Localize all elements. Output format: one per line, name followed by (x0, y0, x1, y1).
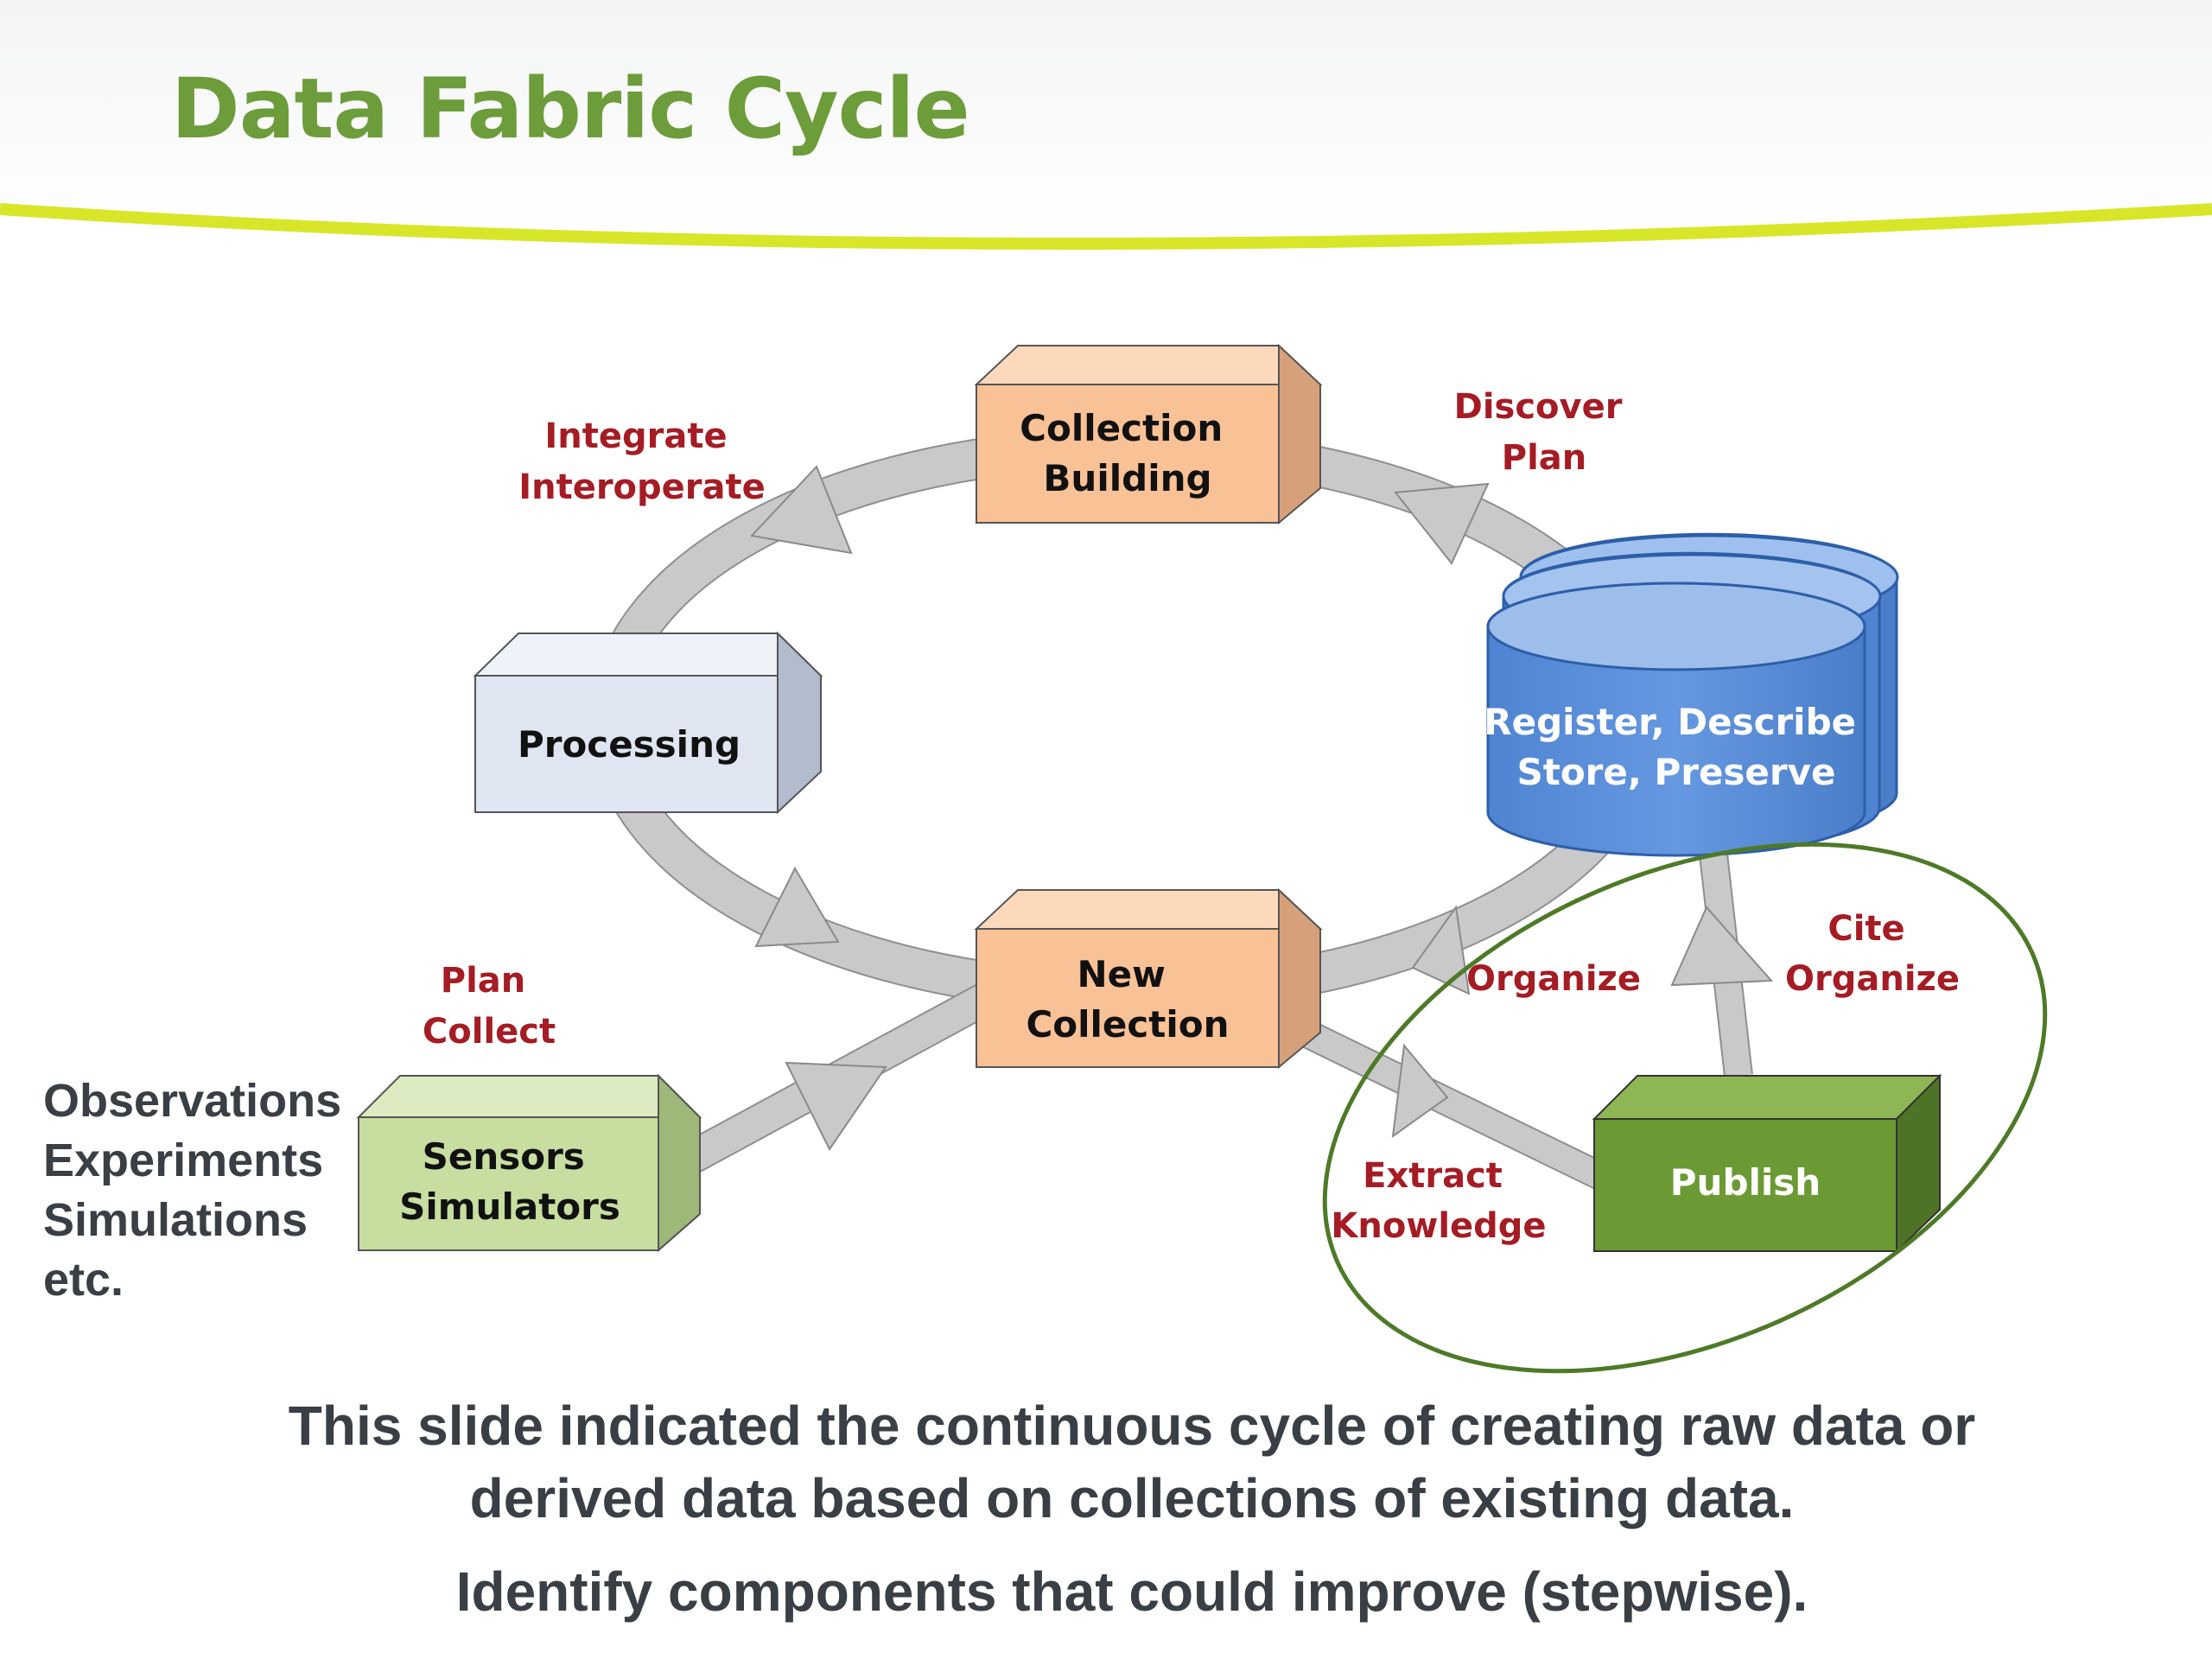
source-item: Simulations (43, 1194, 308, 1246)
register-label-line2: Store, Preserve (1517, 751, 1836, 793)
sensors-label-line2: Simulators (399, 1185, 620, 1228)
verb-organize: Organize (1466, 959, 1641, 999)
publish-label: Publish (1670, 1161, 1821, 1204)
accent-swoosh (0, 203, 2212, 250)
caption-description: This slide indicated the continuous cycl… (130, 1389, 2134, 1535)
collection-building-label-line1: Collection (1020, 407, 1223, 449)
source-item: etc. (43, 1254, 124, 1306)
arrow-head-integrate (750, 465, 853, 555)
caption-task: Identify components that could improve (… (455, 1560, 1808, 1623)
arrow-head-to-register (1411, 905, 1471, 995)
source-item: Observations (43, 1075, 342, 1127)
new-collection-box: New Collection (974, 887, 1323, 1070)
sensors-simulators-box: Sensors Simulators (356, 1073, 702, 1253)
arrow-head-cite (1670, 906, 1774, 987)
verb-discover: Discover Plan (1454, 387, 1635, 478)
publish-box: Publish (1592, 1073, 1942, 1254)
arrow-head-extract (1391, 1043, 1449, 1139)
data-sources-list: Observations Experiments Simulations etc… (43, 1071, 341, 1310)
verb-plan-collect: Plan Collect (423, 961, 556, 1052)
arrow-head-from-sensors (785, 1061, 887, 1151)
arrowheads (750, 465, 1774, 1151)
publish-highlight-ellipse (1322, 842, 2048, 1374)
caption-line: This slide indicated the continuous cycl… (288, 1395, 1976, 1457)
slide-title: Data Fabric Cycle (171, 60, 970, 157)
svg-text:Collection Building: Collection Building (1020, 407, 1236, 499)
arrow-head-discover (1394, 482, 1490, 565)
svg-text:Register, Describe Store: Register, Describe Store, Preserve (1484, 701, 1869, 793)
new-collection-label-line1: New (1077, 953, 1165, 995)
sensors-label-line1: Sensors (423, 1135, 585, 1178)
processing-box: Processing (473, 631, 823, 815)
verb-extract-knowledge: Extract Knowledge (1331, 1156, 1546, 1246)
register-store-cylinder: Register, Describe Store, Preserve (1484, 532, 1899, 857)
svg-text:New Collection: New Collection (1026, 953, 1229, 1046)
verb-cite-organize: Cite Organize (1785, 909, 1960, 999)
verb-integrate: Integrate Interoperate (518, 416, 766, 507)
collection-building-box: Collection Building (974, 343, 1323, 525)
arrow-head-to-new-collection (754, 866, 840, 948)
collection-building-label-line2: Building (1043, 457, 1211, 499)
caption-line: derived data based on collections of exi… (469, 1467, 1795, 1529)
register-label-line1: Register, Describe (1484, 701, 1856, 743)
title-banner (0, 0, 2212, 250)
svg-text:Sensors Simulators: Sensors Simulators (399, 1135, 620, 1228)
source-item: Experiments (43, 1135, 324, 1186)
new-collection-label-line2: Collection (1026, 1003, 1229, 1046)
processing-label: Processing (518, 723, 741, 766)
